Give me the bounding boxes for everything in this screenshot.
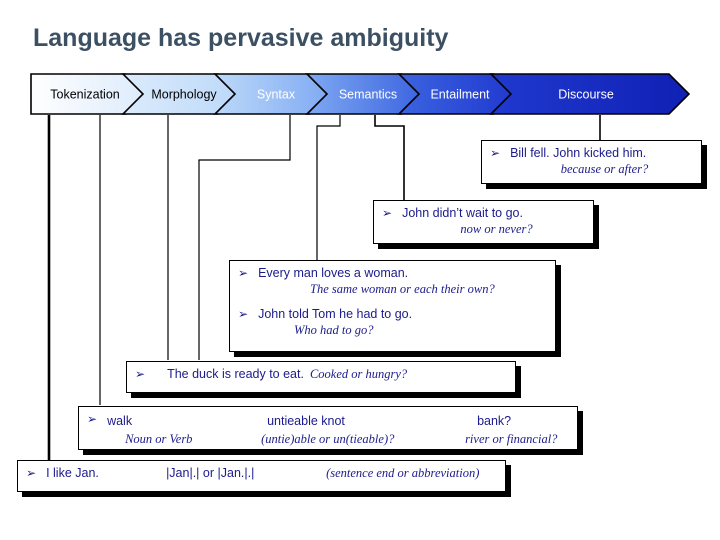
connector-entailment [374, 115, 405, 200]
callout-question: Noun or Verb [125, 432, 193, 446]
bullet-arrow-icon: ➢ [26, 466, 37, 480]
chevron-discourse: Discourse [489, 73, 690, 115]
pipeline-svg: Tokenization Morphology Syntax Semantics… [30, 73, 690, 115]
callout-question: (sentence end or abbreviation) [326, 466, 480, 480]
callout-statement: John didn’t wait to go. [402, 206, 523, 220]
bullet-arrow-icon: ➢ [490, 146, 501, 160]
callout-statement: I like Jan. [46, 466, 99, 480]
bullet-arrow-icon: ➢ [87, 412, 98, 426]
callout-entailment[interactable]: ➢ John didn’t wait to go. now or never? [373, 200, 594, 244]
chevron-label-4: Entailment [430, 87, 490, 101]
callout-question: (untie)able or un(tieable)? [261, 432, 395, 446]
bullet-arrow-icon: ➢ [238, 266, 249, 280]
callout-discourse[interactable]: ➢ Bill fell. John kicked him. because or… [481, 140, 702, 184]
callout-question: The same woman or each their own? [310, 282, 495, 296]
callout-statement: Bill fell. John kicked him. [510, 146, 647, 160]
chevron-label-1: Morphology [151, 87, 217, 101]
callout-syntax[interactable]: ➢ The duck is ready to eat. Cooked or hu… [126, 361, 516, 393]
callout-statement: John told Tom he had to go. [258, 307, 413, 321]
callout-tokenization[interactable]: ➢ I like Jan. |Jan|.| or |Jan.|.| (sente… [17, 460, 506, 492]
callout-question: Cooked or hungry? [309, 367, 408, 381]
chevron-label-0: Tokenization [50, 87, 120, 101]
nlp-pipeline-bar: Tokenization Morphology Syntax Semantics… [30, 73, 690, 115]
callout-question: now or never? [460, 222, 533, 236]
connector-semantics [198, 115, 291, 360]
callout-statement: bank? [477, 414, 512, 428]
callout-statement: walk [107, 414, 133, 428]
chevron-morphology: Morphology [121, 73, 240, 115]
bullet-arrow-icon: ➢ [382, 206, 393, 220]
callout-alt: |Jan|.| or |Jan.|.| [166, 466, 255, 480]
callout-question: river or financial? [465, 432, 558, 446]
morphology-column-walk: walk Noun or Verb [107, 412, 267, 448]
callout-morphology[interactable]: ➢ walk Noun or Verb untieable knot (unti… [78, 406, 578, 450]
morphology-column-untieable: untieable knot (untie)able or un(tieable… [261, 412, 477, 448]
chevron-label-3: Semantics [339, 87, 397, 101]
connector-entailment-branch [316, 115, 341, 300]
callout-question: Who had to go? [294, 323, 374, 337]
callout-statement: The duck is ready to eat. [167, 367, 304, 381]
chevron-label-5: Discourse [558, 87, 614, 101]
callout-statement: untieable knot [267, 414, 345, 428]
bullet-arrow-icon: ➢ [135, 367, 146, 381]
callout-semantics[interactable]: ➢ Every man loves a woman. The same woma… [229, 260, 556, 352]
chevron-label-2: Syntax [257, 87, 296, 101]
callout-statement: Every man loves a woman. [258, 266, 409, 280]
chevron-entailment: Entailment [397, 73, 516, 115]
morphology-column-bank: bank? river or financial? [465, 412, 557, 448]
callout-question: because or after? [560, 162, 649, 176]
bullet-arrow-icon: ➢ [238, 307, 249, 321]
page-title: Language has pervasive ambiguity [33, 24, 449, 52]
